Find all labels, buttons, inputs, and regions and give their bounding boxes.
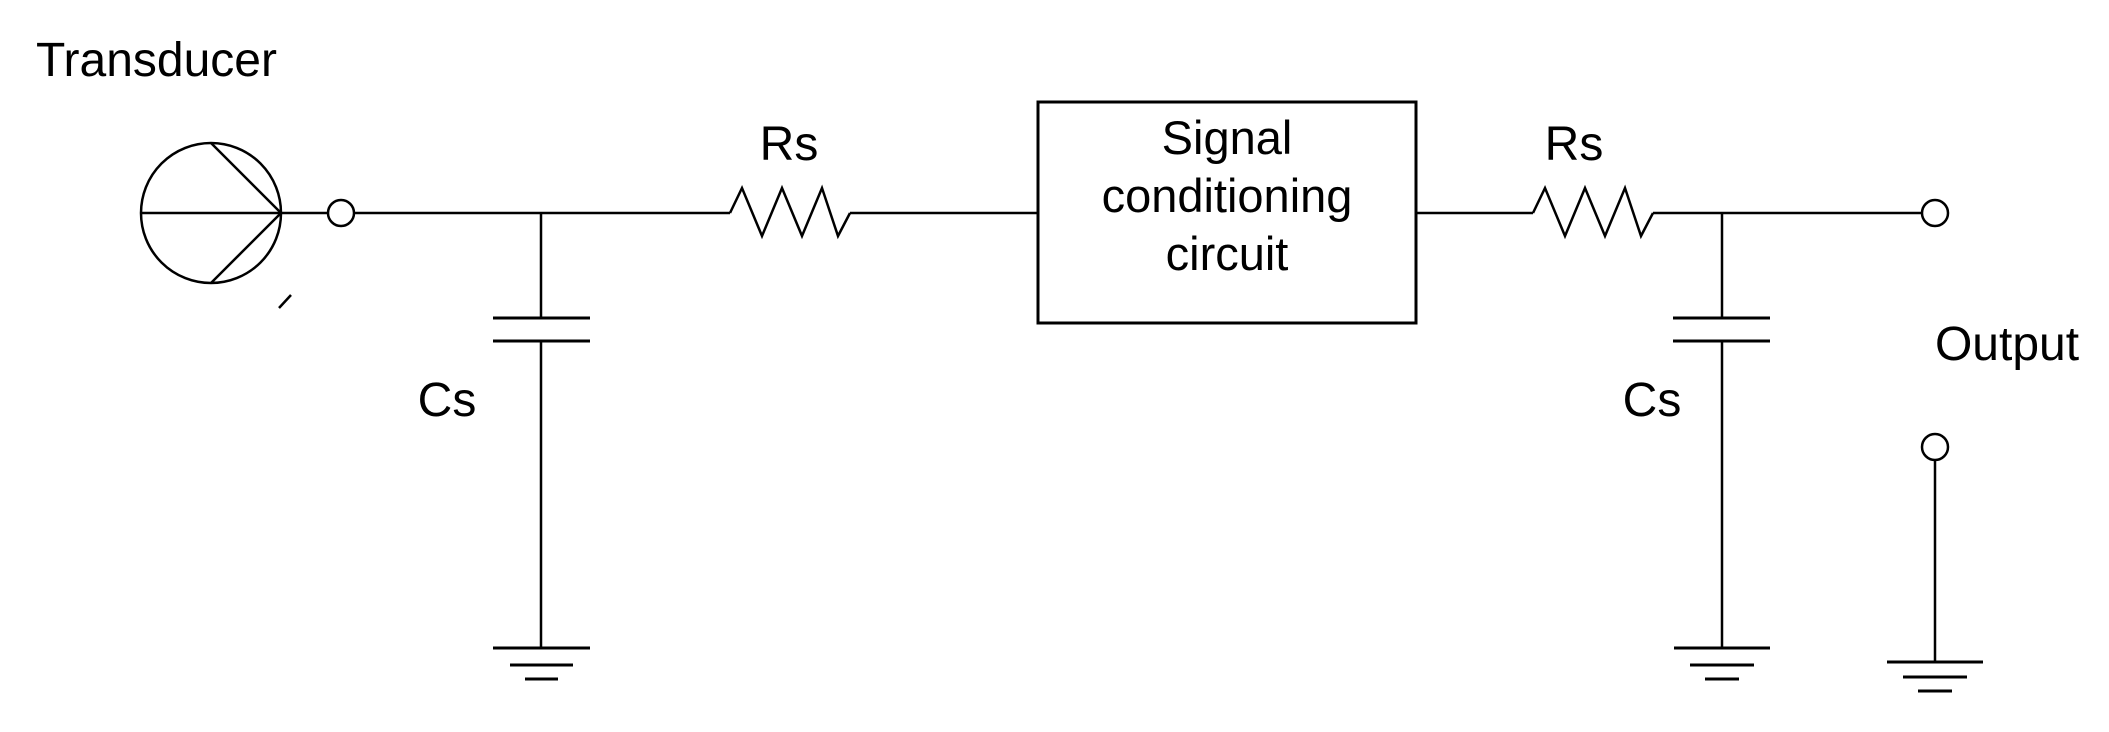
- transducer-label: Transducer: [36, 34, 277, 87]
- capacitor-left-branch: [493, 213, 590, 681]
- terminal-node-output-high: [1920, 198, 1950, 228]
- capacitor-left-label: Cs: [418, 374, 477, 427]
- resistor-left-symbol: [728, 184, 852, 240]
- signal-conditioning-block: Signal conditioning circuit: [1036, 100, 1418, 325]
- signal-box-label-line2: conditioning: [1102, 169, 1353, 222]
- terminal-node-output-low: [1920, 432, 1950, 462]
- transducer-tick-mark: [278, 294, 292, 309]
- ground-symbol-middle: [1674, 646, 1770, 681]
- output-low-branch: [1887, 432, 1983, 693]
- ground-symbol-left: [493, 646, 590, 681]
- resistor-left-label: Rs: [760, 118, 819, 171]
- terminal-node-transducer: [326, 198, 356, 228]
- capacitor-right-branch: [1673, 213, 1770, 681]
- ground-symbol-right: [1887, 660, 1983, 693]
- capacitor-right-label: Cs: [1623, 374, 1682, 427]
- signal-box-label-line3: circuit: [1166, 227, 1289, 280]
- signal-box-label-line1: Signal: [1162, 111, 1293, 164]
- signal-conditioning-box: [1036, 100, 1418, 325]
- transducer-upper-chord: [210, 142, 282, 214]
- transducer-symbol: [139, 141, 292, 309]
- transducer-lower-chord: [210, 212, 282, 284]
- resistor-right-symbol: [1531, 184, 1655, 240]
- resistor-right-label: Rs: [1545, 118, 1604, 171]
- output-label: Output: [1935, 318, 2079, 371]
